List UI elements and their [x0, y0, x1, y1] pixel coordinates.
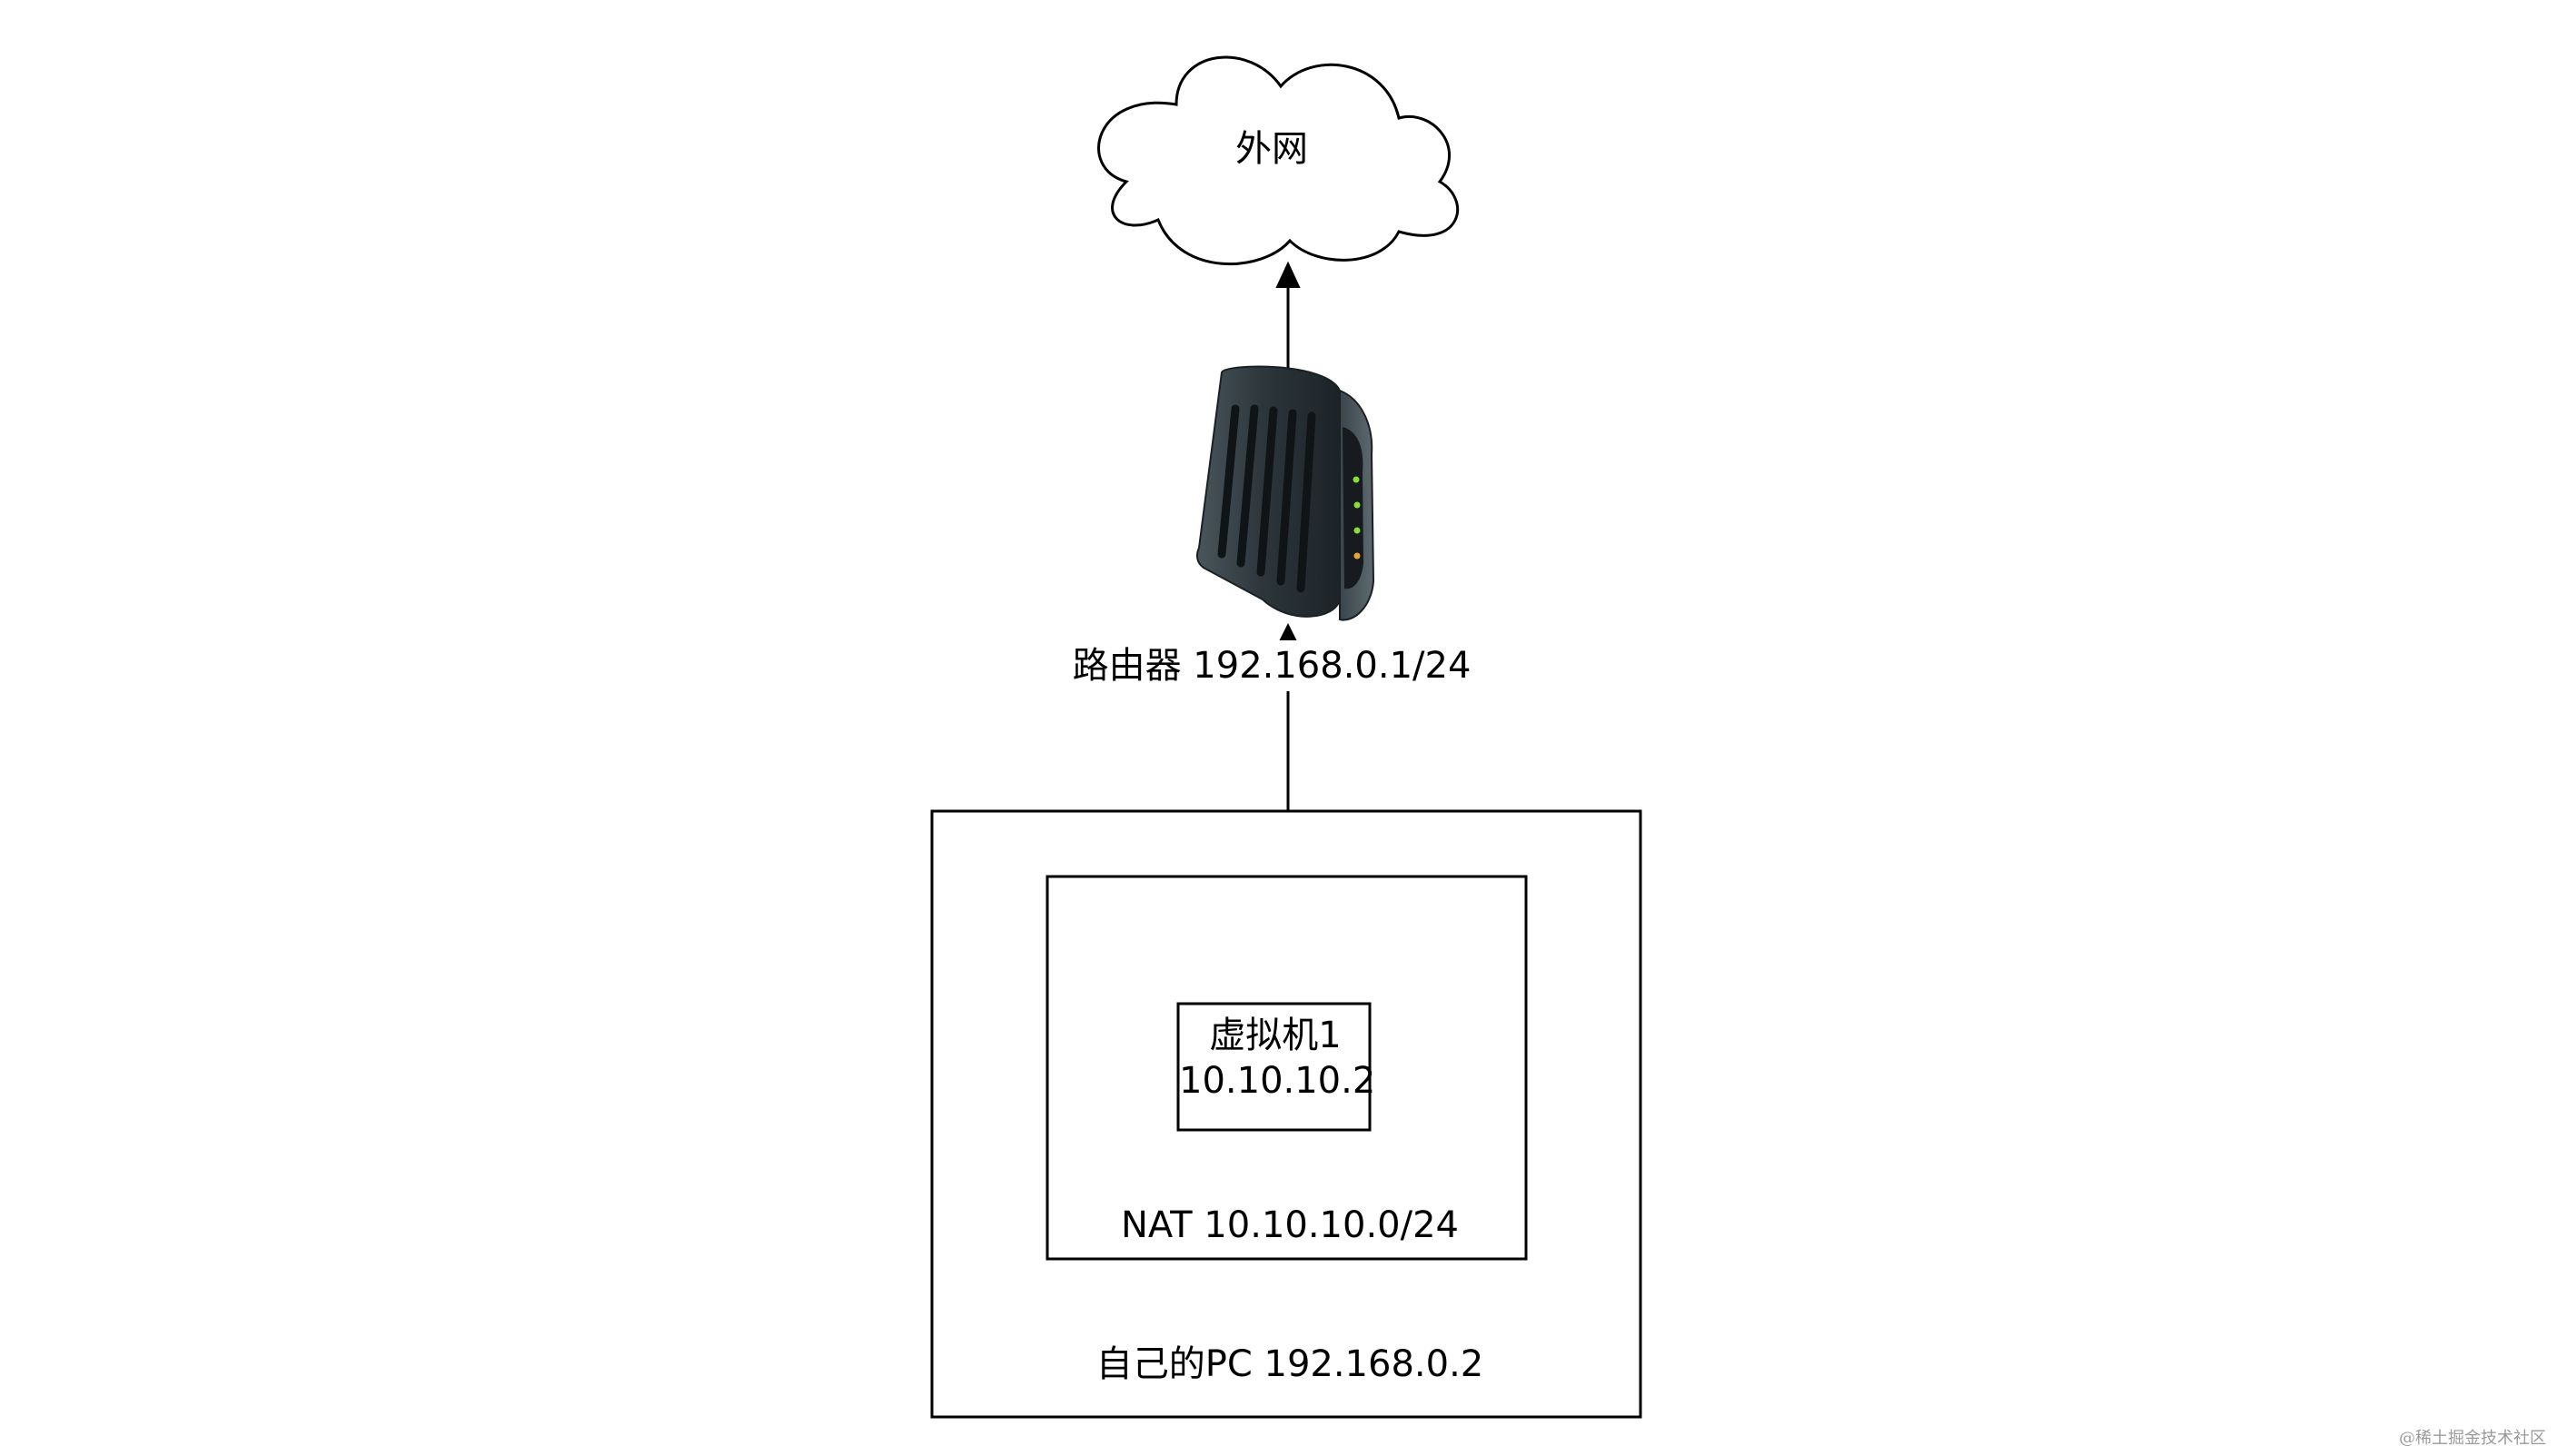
cloud-icon	[1097, 55, 1460, 266]
watermark: @稀土掘金技术社区	[2399, 1429, 2546, 1448]
arrowhead-up-icon	[1275, 261, 1301, 288]
router-led	[1353, 476, 1360, 483]
internet-label: 外网	[1235, 128, 1308, 170]
pc-label: 自己的PC 192.168.0.2	[1095, 1343, 1484, 1385]
router-led	[1353, 527, 1361, 534]
pc-box	[930, 809, 1642, 1419]
nat-box	[1046, 875, 1528, 1261]
vm-label: 虚拟机1 10.10.10.2	[1179, 1013, 1376, 1104]
vm-box	[1176, 1002, 1372, 1132]
router-led	[1353, 552, 1361, 560]
router-device-icon	[1195, 365, 1375, 621]
vm-ip: 10.10.10.2	[1179, 1060, 1376, 1102]
arrowhead-up-icon	[1279, 623, 1297, 641]
nat-label: NAT 10.10.10.0/24	[1121, 1204, 1459, 1246]
router-label: 路由器 192.168.0.1/24	[999, 640, 1544, 691]
vm-name: 虚拟机1	[1209, 1015, 1342, 1056]
router-led	[1353, 501, 1361, 509]
